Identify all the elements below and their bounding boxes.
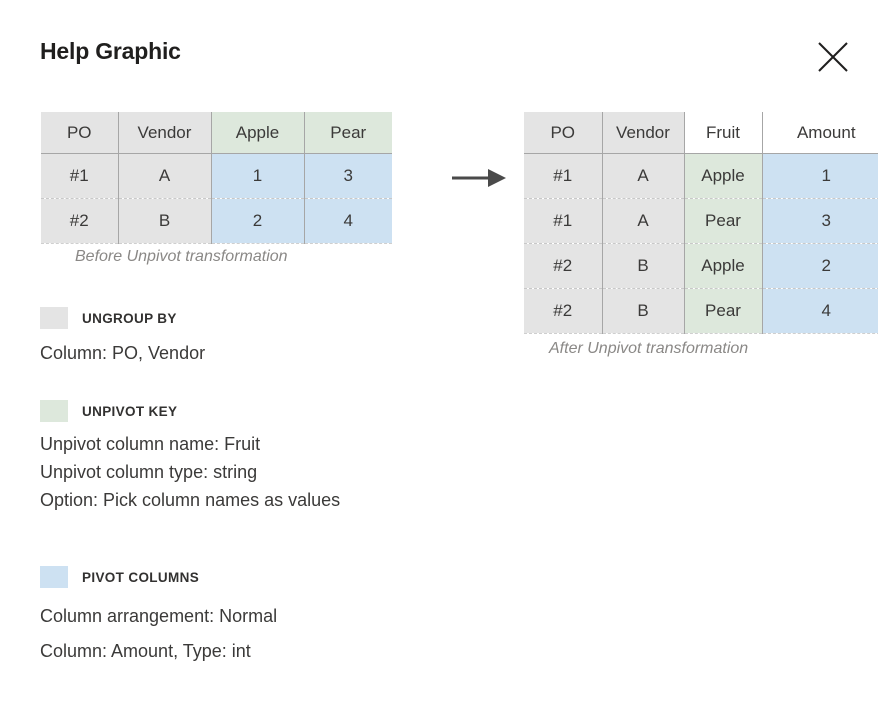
page-title: Help Graphic bbox=[40, 38, 181, 64]
color-swatch-unpivot-key bbox=[40, 400, 68, 422]
cell-vendor: B bbox=[118, 198, 212, 244]
column-header: Vendor bbox=[602, 112, 685, 154]
legend-ungroup-by: UNGROUP BY Column: PO, Vendor bbox=[40, 307, 205, 364]
cell-pear: 4 bbox=[304, 198, 392, 244]
column-header: PO bbox=[524, 112, 603, 154]
legend-detail: Unpivot column name: Fruit bbox=[40, 434, 261, 454]
cell-po: #1 bbox=[41, 153, 119, 199]
legend-title: PIVOT COLUMNS bbox=[82, 569, 200, 585]
legend-detail: Unpivot column type: string bbox=[40, 462, 258, 482]
legend-title: UNGROUP BY bbox=[82, 310, 177, 326]
table-row: #1 A Apple 1 bbox=[524, 153, 878, 199]
color-swatch-ungroup-by bbox=[40, 307, 68, 329]
legend-title: UNPIVOT KEY bbox=[82, 403, 178, 419]
cell-fruit: Apple bbox=[684, 153, 763, 199]
legend-detail: Column arrangement: Normal bbox=[40, 606, 278, 626]
cell-po: #1 bbox=[524, 153, 603, 199]
cell-amount: 1 bbox=[762, 153, 878, 199]
legend-header: UNPIVOT KEY bbox=[40, 400, 340, 422]
column-header: Fruit bbox=[684, 112, 763, 154]
legend-header: PIVOT COLUMNS bbox=[40, 566, 277, 588]
legend-detail: Column: PO, Vendor bbox=[40, 343, 206, 363]
close-button[interactable] bbox=[814, 38, 852, 76]
color-swatch-pivot-columns bbox=[40, 566, 68, 588]
close-icon bbox=[818, 42, 848, 72]
column-header: Pear bbox=[304, 112, 392, 154]
column-header: Amount bbox=[762, 112, 878, 154]
legend-detail: Option: Pick column names as values bbox=[40, 490, 341, 510]
column-header: Apple bbox=[211, 112, 305, 154]
table-header-row: PO Vendor Apple Pear bbox=[41, 112, 392, 154]
before-unpivot-table: PO Vendor Apple Pear #1 A 1 3 #2 B 2 4 bbox=[41, 112, 392, 244]
legend-detail: Column: Amount, Type: int bbox=[40, 641, 251, 661]
cell-pear: 3 bbox=[304, 153, 392, 199]
cell-apple: 1 bbox=[211, 153, 305, 199]
table-header-row: PO Vendor Fruit Amount bbox=[524, 112, 878, 154]
after-table-caption: After Unpivot transformation bbox=[549, 340, 749, 357]
cell-vendor: B bbox=[602, 288, 685, 334]
cell-po: #2 bbox=[41, 198, 119, 244]
cell-vendor: B bbox=[602, 243, 685, 289]
cell-fruit: Apple bbox=[684, 243, 763, 289]
before-table-caption: Before Unpivot transformation bbox=[75, 248, 288, 265]
arrow-right-icon bbox=[452, 166, 508, 190]
cell-po: #1 bbox=[524, 198, 603, 244]
legend-header: UNGROUP BY bbox=[40, 307, 205, 329]
cell-amount: 2 bbox=[762, 243, 878, 289]
table-row: #2 B 2 4 bbox=[41, 198, 392, 244]
cell-amount: 4 bbox=[762, 288, 878, 334]
cell-apple: 2 bbox=[211, 198, 305, 244]
column-header: Vendor bbox=[118, 112, 212, 154]
after-unpivot-table: PO Vendor Fruit Amount #1 A Apple 1 #1 A… bbox=[524, 112, 878, 334]
cell-vendor: A bbox=[118, 153, 212, 199]
cell-fruit: Pear bbox=[684, 288, 763, 334]
cell-amount: 3 bbox=[762, 198, 878, 244]
legend-pivot-columns: PIVOT COLUMNS Column arrangement: Normal… bbox=[40, 566, 277, 662]
cell-fruit: Pear bbox=[684, 198, 763, 244]
cell-po: #2 bbox=[524, 288, 603, 334]
cell-vendor: A bbox=[602, 198, 685, 244]
table-row: #2 B Apple 2 bbox=[524, 243, 878, 289]
cell-vendor: A bbox=[602, 153, 685, 199]
table-row: #2 B Pear 4 bbox=[524, 288, 878, 334]
column-header: PO bbox=[41, 112, 119, 154]
cell-po: #2 bbox=[524, 243, 603, 289]
table-row: #1 A Pear 3 bbox=[524, 198, 878, 244]
legend-unpivot-key: UNPIVOT KEY Unpivot column name: Fruit U… bbox=[40, 400, 340, 511]
table-row: #1 A 1 3 bbox=[41, 153, 392, 199]
